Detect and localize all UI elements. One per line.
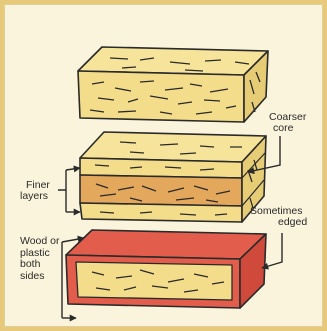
finer-layers-arrow-top (66, 168, 80, 170)
chipboard-top (78, 47, 268, 75)
layered-board-block (80, 132, 266, 222)
edged-board-block (66, 230, 266, 308)
coarser-core-line-2: core (269, 123, 306, 134)
edged-board-cut-face (76, 262, 232, 300)
wood-or-plastic-line-4: sides (20, 271, 60, 283)
chipboard-front (78, 71, 244, 122)
coarser-core-label: Coarser core (269, 112, 306, 134)
sometimes-edged-label: Sometimes edged (250, 206, 307, 228)
wood-or-plastic-line-1: Wood or (20, 236, 60, 248)
wood-or-plastic-label: Wood or plastic both sides (20, 236, 60, 282)
finer-layers-label: Finer layers (20, 180, 50, 202)
chipboard-block (78, 47, 268, 122)
edged-board-top (66, 230, 266, 259)
finer-layers-bracket (58, 170, 66, 212)
wood-or-plastic-line-3: both (20, 259, 60, 271)
sometimes-edged-line-2: edged (250, 217, 307, 228)
finer-layers-line-2: layers (20, 191, 50, 202)
